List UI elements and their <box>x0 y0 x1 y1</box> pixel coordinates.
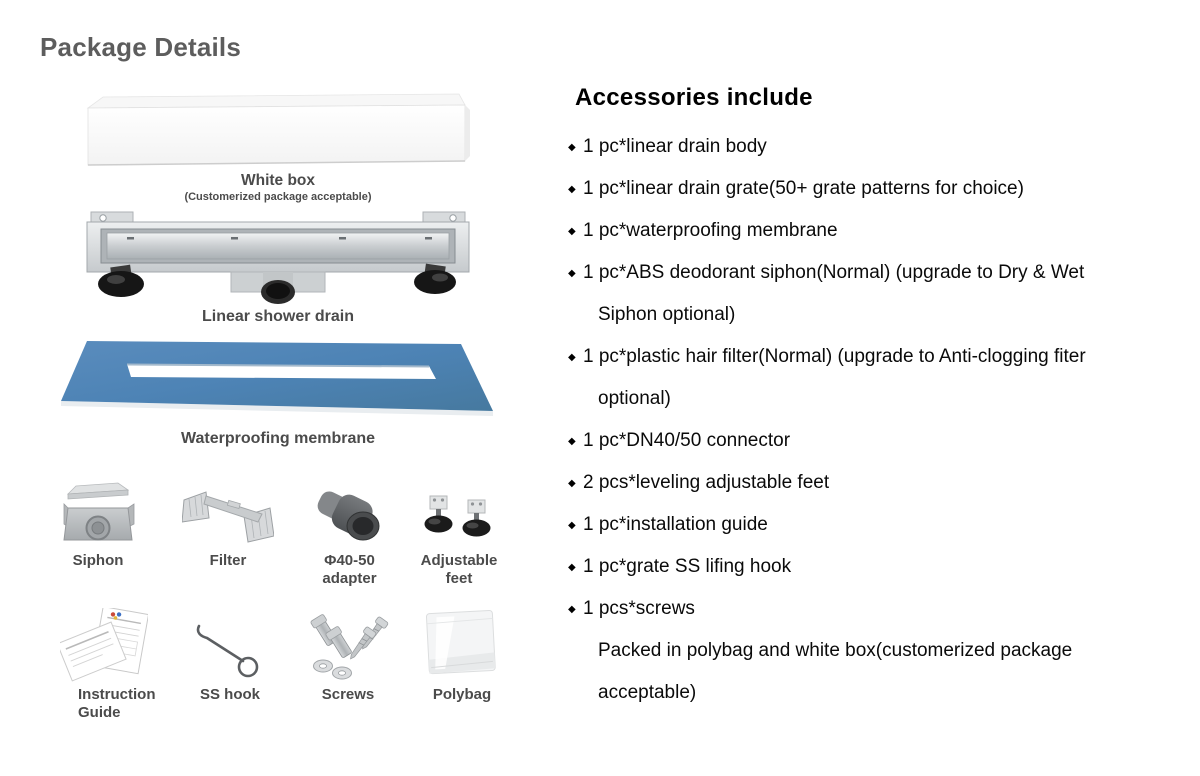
diamond-bullet-icon: ◆ <box>568 226 576 237</box>
instruction-label-line2: Guide <box>78 703 121 721</box>
diamond-bullet-icon: ◆ <box>568 142 576 153</box>
filter-label: Filter <box>209 552 247 569</box>
diamond-bullet-icon: ◆ <box>568 184 576 195</box>
list-item-text: 1 pc*installation guide <box>583 514 768 535</box>
grid-cell-hook: SS hook <box>185 612 275 704</box>
adjustable-feet-image <box>422 482 496 548</box>
grid-cell-feet: Adjustable feet <box>415 482 503 587</box>
diamond-bullet-icon: ◆ <box>568 478 576 489</box>
list-item-text: 1 pc*linear drain grate(50+ grate patter… <box>583 178 1024 199</box>
white-box-label: White box <box>240 172 316 189</box>
list-item-text: 1 pc*plastic hair filter(Normal) (upgrad… <box>583 346 1086 409</box>
list-item: ◆ 1 pc*linear drain grate(50+ grate patte… <box>565 168 1143 210</box>
siphon-image <box>56 478 140 548</box>
membrane-image <box>61 341 493 416</box>
diamond-bullet-icon: ◆ <box>568 562 576 573</box>
adapter-image <box>314 478 386 548</box>
list-item-text: 2 pcs*leveling adjustable feet <box>583 472 830 493</box>
page-title: Package Details <box>40 32 242 62</box>
membrane-caption: Waterproofing membrane <box>180 430 376 447</box>
white-box-note: (Customerized package acceptable) <box>184 191 372 203</box>
list-item: ◆ 1 pc*linear drain body <box>565 126 1143 168</box>
diamond-bullet-icon: ◆ <box>568 268 576 279</box>
list-item: ◆ 1 pc*plastic hair filter(Normal) (upgra… <box>565 336 1143 420</box>
linear-drain-image <box>86 211 470 304</box>
list-item: ◆ 1 pc*ABS deodorant siphon(Normal) (upgr… <box>565 252 1143 336</box>
filter-image <box>182 482 274 548</box>
diamond-bullet-icon: ◆ <box>568 352 576 363</box>
list-item-text: 1 pcs*screws <box>583 598 695 619</box>
list-item: ◆ 1 pc*grate SS lifing hook <box>565 546 1143 588</box>
grid-cell-instruction: Instruction Guide <box>50 608 158 721</box>
accessories-list: ◆ 1 pc*linear drain body ◆ 1 pc*linear dra… <box>565 126 1185 630</box>
diamond-bullet-icon: ◆ <box>568 436 576 447</box>
diamond-bullet-icon: ◆ <box>568 604 576 615</box>
white-box-image <box>86 93 470 166</box>
list-item: ◆ 1 pc*installation guide <box>565 504 1143 546</box>
list-item: ◆ 1 pcs*screws <box>565 588 1143 630</box>
feet-label-line2: feet <box>445 569 473 587</box>
grid-cell-siphon: Siphon <box>48 478 148 570</box>
list-item: ◆ 1 pc*DN40/50 connector <box>565 420 1143 462</box>
feet-label-line1: Adjustable <box>420 552 498 569</box>
linear-drain-caption: Linear shower drain <box>201 308 355 325</box>
white-box-caption: White box (Customerized package acceptab… <box>83 172 473 204</box>
grid-cell-filter: Filter <box>178 482 278 570</box>
adapter-label-line1: Φ40-50 <box>324 552 375 569</box>
list-item-text: 1 pc*DN40/50 connector <box>583 430 791 451</box>
grid-cell-polybag: Polybag <box>416 608 508 704</box>
list-item: ◆ 2 pcs*leveling adjustable feet <box>565 462 1143 504</box>
hook-label: SS hook <box>199 686 260 703</box>
list-item: ◆ 1 pc*waterproofing membrane <box>565 210 1143 252</box>
list-item-text: 1 pc*ABS deodorant siphon(Normal) (upgra… <box>583 262 1085 325</box>
list-item-text: 1 pc*linear drain body <box>583 136 767 157</box>
diamond-bullet-icon: ◆ <box>568 520 576 531</box>
list-item-text: 1 pc*waterproofing membrane <box>583 220 838 241</box>
polybag-image <box>420 608 504 682</box>
screws-image <box>306 608 390 682</box>
packing-note: Packed in polybag and white box(customer… <box>598 640 1073 703</box>
adapter-label-line2: adapter <box>322 569 377 587</box>
siphon-label: Siphon <box>72 552 124 569</box>
instruction-label-line1: Instruction <box>78 686 156 703</box>
polybag-label: Polybag <box>432 686 492 703</box>
grid-cell-screws: Screws <box>302 608 394 704</box>
instruction-guide-image <box>50 608 158 682</box>
accessories-heading: Accessories include <box>575 84 813 111</box>
accessories-panel: Accessories include ◆ 1 pc*linear drain b… <box>565 80 1185 714</box>
ss-hook-image <box>191 612 269 682</box>
grid-cell-adapter: Φ40-50 adapter <box>302 478 397 587</box>
list-item-text: 1 pc*grate SS lifing hook <box>583 556 792 577</box>
screws-label: Screws <box>321 686 375 703</box>
